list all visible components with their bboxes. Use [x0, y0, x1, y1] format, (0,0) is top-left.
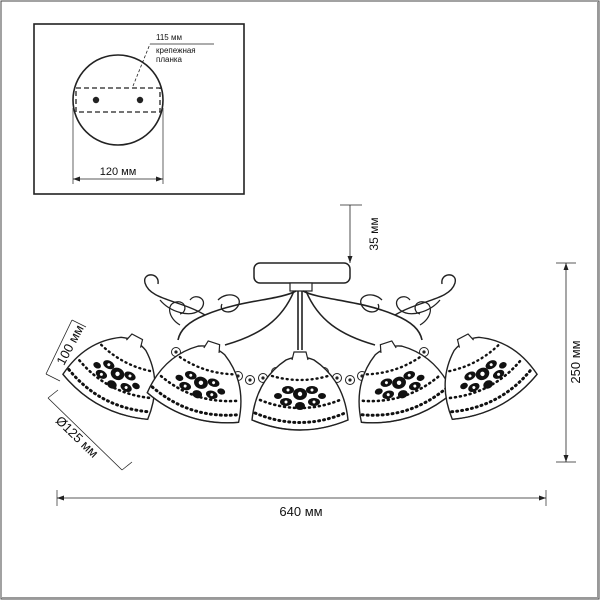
shade-left	[142, 326, 262, 434]
shade-center	[250, 350, 350, 432]
shade-diameter-label: Ø125 мм	[53, 413, 102, 461]
screw-hole-left	[92, 96, 100, 104]
shade-right	[338, 326, 458, 434]
base-plate-circle	[72, 54, 164, 146]
ceiling-canopy	[253, 262, 351, 284]
plate-dim-label: 115 мм	[156, 33, 182, 42]
dimension-stem-height: 35 мм	[340, 204, 381, 263]
dimension-total-height: 250 мм	[556, 262, 583, 463]
fixture-arms	[144, 274, 456, 350]
total-width-label: 640 мм	[279, 504, 322, 519]
plate-label-line1: крепежная	[156, 46, 196, 55]
mounting-bar	[75, 87, 161, 113]
stem-height-label: 35 мм	[367, 217, 381, 250]
dimension-total-width: 640 мм	[56, 490, 547, 519]
screw-hole-right	[136, 96, 144, 104]
base-diameter-label: 120 мм	[100, 166, 137, 178]
plate-label-line2: планка	[156, 55, 183, 64]
total-height-label: 250 мм	[568, 340, 583, 383]
chandelier-drawing	[56, 262, 544, 434]
mounting-inset: 115 мм крепежная планка 120 мм	[33, 23, 245, 195]
